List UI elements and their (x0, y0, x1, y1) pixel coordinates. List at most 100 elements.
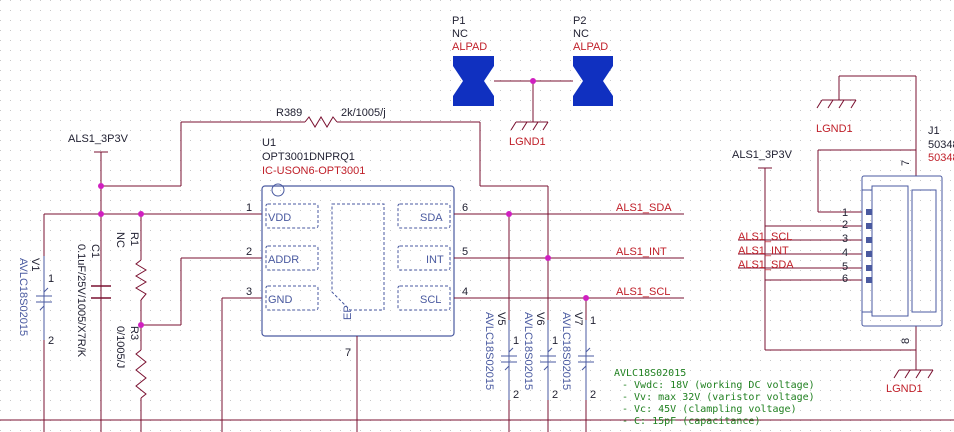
j1-pin-num: 4 (842, 247, 848, 259)
ground-label-right-bottom: LGND1 (886, 383, 923, 395)
pin1-marker-icon (271, 183, 285, 197)
v1-varistor (36, 256, 52, 340)
j1-net-sda: ALS1_SDA (738, 259, 794, 271)
ground-label-top: LGND1 (509, 136, 546, 148)
r389-value: 2k/1005/j (341, 107, 386, 119)
v7-pin2: 2 (590, 389, 596, 401)
p1-ref: P1 (452, 15, 465, 27)
junction-dot (530, 78, 536, 84)
r3-zigzag (135, 349, 147, 399)
j1-wires (738, 149, 934, 379)
v5-part: AVLC18S02015 (483, 312, 495, 390)
v6-pin2: 2 (552, 389, 558, 401)
net-label-int: ALS1_INT (616, 246, 667, 258)
v1-part: AVLC18S02015 (17, 258, 29, 336)
v6-pin1: 1 (552, 335, 558, 347)
p2-value: NC (573, 28, 589, 40)
junction-dot (138, 322, 144, 328)
u1-ep-label: EP (342, 305, 354, 320)
u1-part: OPT3001DNPRQ1 (262, 151, 355, 163)
j1-net-int: ALS1_INT (738, 245, 789, 257)
net-label-sda: ALS1_SDA (616, 202, 672, 214)
v1-pin1: 1 (48, 273, 54, 285)
v7-ref: V7 (572, 312, 584, 325)
u1-pin7-num: 7 (345, 347, 351, 359)
pad-p1[interactable]: P1 NC ALPAD (452, 15, 494, 106)
junction-dot (138, 211, 144, 217)
p2-ref: P2 (573, 15, 586, 27)
u1-pin4-num: 4 (462, 286, 468, 298)
v6-part: AVLC18S02015 (522, 312, 534, 390)
p2-footprint: ALPAD (573, 41, 608, 53)
u1-pin-int: INT (426, 254, 444, 266)
junction-dot (98, 183, 104, 189)
u1-pin5-num: 5 (462, 246, 468, 258)
v5-pin1: 1 (513, 335, 519, 347)
ground-symbol-top (510, 121, 549, 131)
power-label-right: ALS1_3P3V (732, 149, 793, 161)
u1-pin-addr: ADDR (268, 254, 299, 266)
j1-pin-num: 6 (842, 273, 848, 285)
u1-body[interactable] (261, 185, 455, 337)
v5-pin2: 2 (513, 389, 519, 401)
note-line: - Vc: 45V (clampling voltage) (622, 404, 797, 415)
ground-label-right-top: LGND1 (816, 123, 853, 135)
r1-ref: R1 (128, 232, 140, 246)
j1-pin-num: 1 (842, 207, 848, 219)
v7-pin1: 1 (590, 315, 596, 327)
v1-ref: V1 (29, 258, 41, 271)
p1-pad-shape (453, 56, 494, 106)
p1-value: NC (452, 28, 468, 40)
u1-pin6-num: 6 (462, 202, 468, 214)
c1-plates (91, 285, 111, 299)
u1-pin1-num: 1 (246, 202, 252, 214)
v5-varistor (501, 320, 517, 400)
note-title: AVLC18S02015 (614, 368, 686, 379)
u1-pin-sda: SDA (420, 212, 443, 224)
j1-pin-num: 5 (842, 261, 848, 273)
v7-part: AVLC18S02015 (560, 312, 572, 390)
j1-part-2: 50348 (928, 152, 954, 164)
u1-pin-scl: SCL (420, 294, 441, 306)
p2-pad-shape (573, 56, 613, 106)
r1-zigzag (135, 259, 147, 301)
note-line: - C: 15pF (capacitance) (622, 416, 760, 427)
v6-ref: V6 (534, 312, 546, 325)
u1-ref: U1 (262, 137, 276, 149)
u1-pads (265, 203, 451, 311)
u1-pin-gnd: GND (268, 294, 293, 306)
junction-dot (545, 255, 551, 261)
j1-pin-num: 3 (842, 233, 848, 245)
note-line: - Vwdc: 18V (working DC voltage) (622, 380, 815, 391)
j1-part-1: 50348 (928, 139, 954, 151)
power-label-left: ALS1_3P3V (68, 133, 129, 145)
c1-value: 0.1uF/25V/1005/X7R/K (75, 244, 87, 358)
r3-value: 0/1005/J (114, 326, 126, 368)
ground-symbol-right-top (816, 75, 917, 176)
left-rail (0, 151, 954, 432)
v7-varistor (578, 320, 594, 400)
p1-footprint: ALPAD (452, 41, 487, 53)
junction-dot (98, 211, 104, 217)
j1-contact-marks (866, 209, 872, 283)
pad-p2[interactable]: P2 NC ALPAD (573, 15, 613, 106)
junction-dot (506, 211, 512, 217)
net-label-scl: ALS1_SCL (616, 286, 670, 298)
signal-wires (454, 213, 684, 432)
u1-pin3-num: 3 (246, 286, 252, 298)
j1-ref: J1 (928, 125, 940, 137)
u1-pin2-num: 2 (246, 246, 252, 258)
u1-pin-vdd: VDD (268, 212, 291, 224)
r1-value: NC (114, 232, 126, 248)
j1-pin-8: 8 (900, 338, 912, 344)
j1-net-scl: ALS1_SCL (738, 231, 792, 243)
junction-dot (583, 295, 589, 301)
r389-ref: R389 (276, 107, 302, 119)
r389-wires (101, 116, 549, 258)
r3-ref: R3 (128, 326, 140, 340)
c1-ref: C1 (89, 244, 101, 258)
v1-pin2: 2 (48, 335, 54, 347)
varistor-note: AVLC18S02015 - Vwdc: 18V (working DC vol… (614, 368, 815, 427)
v5-ref: V5 (495, 312, 507, 325)
